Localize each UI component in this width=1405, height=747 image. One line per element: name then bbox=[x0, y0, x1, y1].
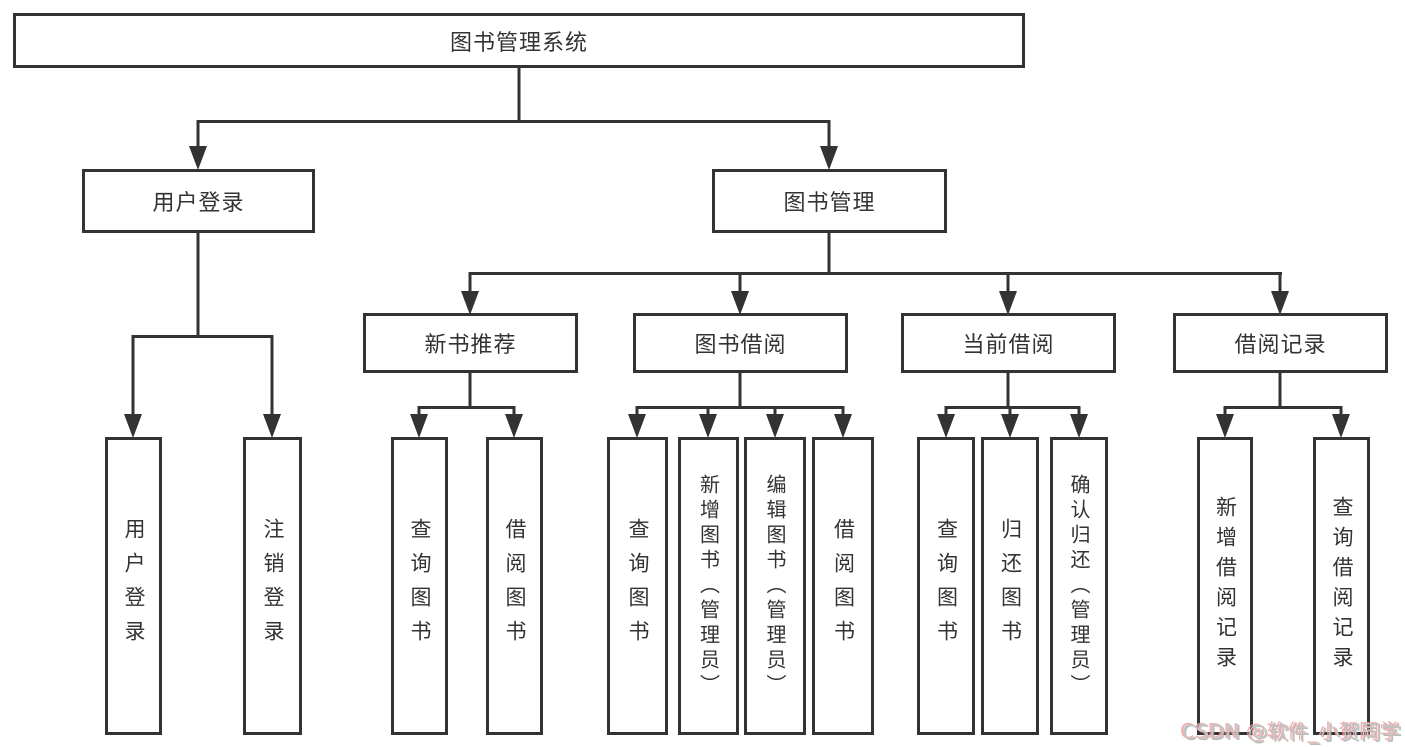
leaf-user-login: 用户登录 bbox=[105, 437, 162, 735]
leaf-confirm-return-admin: 确认归还（管理员） bbox=[1050, 437, 1108, 735]
node-user-login: 用户登录 bbox=[82, 169, 315, 233]
leaf-query-borrow-record: 查询借阅记录 bbox=[1313, 437, 1370, 735]
leaf-borrow-books: 借阅图书 bbox=[812, 437, 874, 735]
leaf-logout: 注销登录 bbox=[243, 437, 302, 735]
arrowheads bbox=[124, 146, 1350, 438]
node-current-borrow: 当前借阅 bbox=[901, 313, 1116, 373]
node-book-borrow: 图书借阅 bbox=[633, 313, 848, 373]
node-root: 图书管理系统 bbox=[13, 13, 1025, 68]
leaf-query-books-current: 查询图书 bbox=[917, 437, 975, 735]
node-borrow-records: 借阅记录 bbox=[1173, 313, 1388, 373]
leaf-edit-book-admin: 编辑图书（管理员） bbox=[744, 437, 806, 735]
leaf-borrow-books-recommend: 借阅图书 bbox=[486, 437, 543, 735]
leaf-add-borrow-record: 新增借阅记录 bbox=[1197, 437, 1253, 735]
csdn-watermark: CSDN @软件_小贺同学 bbox=[1182, 720, 1402, 744]
leaf-query-books-borrow: 查询图书 bbox=[607, 437, 668, 735]
leaf-add-book-admin: 新增图书（管理员） bbox=[678, 437, 739, 735]
node-new-book-recommend: 新书推荐 bbox=[363, 313, 578, 373]
node-book-management: 图书管理 bbox=[712, 169, 947, 233]
leaf-query-books-recommend: 查询图书 bbox=[391, 437, 448, 735]
leaf-return-book: 归还图书 bbox=[981, 437, 1039, 735]
